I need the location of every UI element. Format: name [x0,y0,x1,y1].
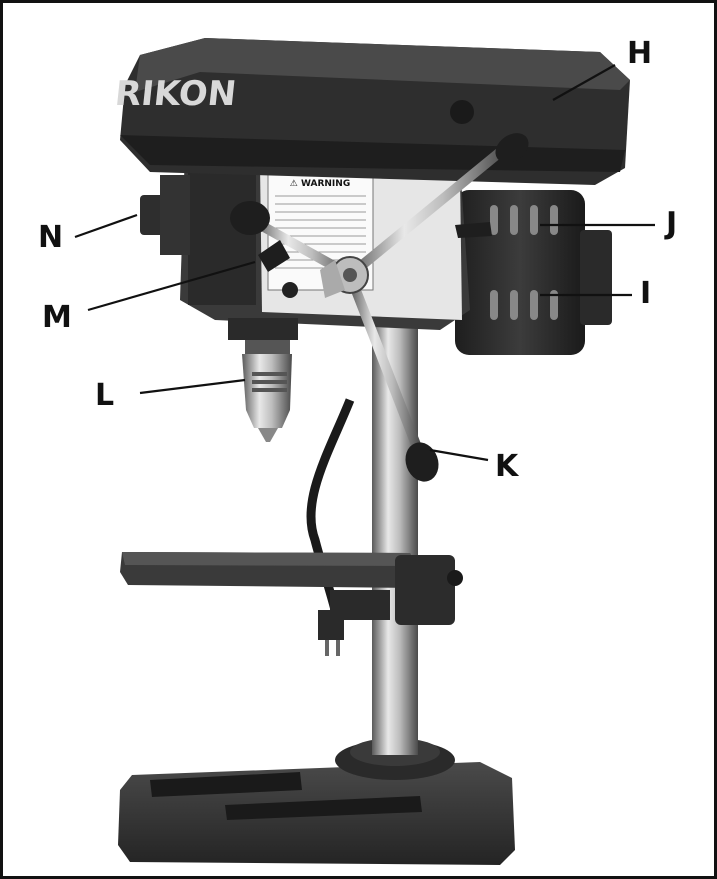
leader-k [429,448,489,462]
leader-m [87,260,256,312]
chuck [228,318,298,442]
brand-logo: RIKON [113,74,238,114]
leader-h [552,64,616,101]
warning-title: ⚠ WARNING [290,179,350,189]
callout-l: L [95,378,114,413]
depth-stop-lever [258,240,290,272]
column [372,300,418,755]
feed-handles [230,133,529,482]
callout-i: I [640,276,651,311]
depth-knob [282,282,298,298]
callout-k: K [495,449,520,484]
head-casting: ⚠ WARNING [140,150,470,330]
belt-tension-knob [455,222,492,238]
callout-n: N [38,220,63,255]
leader-l [139,378,246,395]
callout-h: H [627,36,652,71]
cover-knob [450,100,474,124]
leader-n [74,213,138,239]
work-table [120,552,463,625]
callout-j: J [664,206,677,241]
callout-m: M [42,300,72,335]
belt-cover: RIKON [113,38,630,185]
